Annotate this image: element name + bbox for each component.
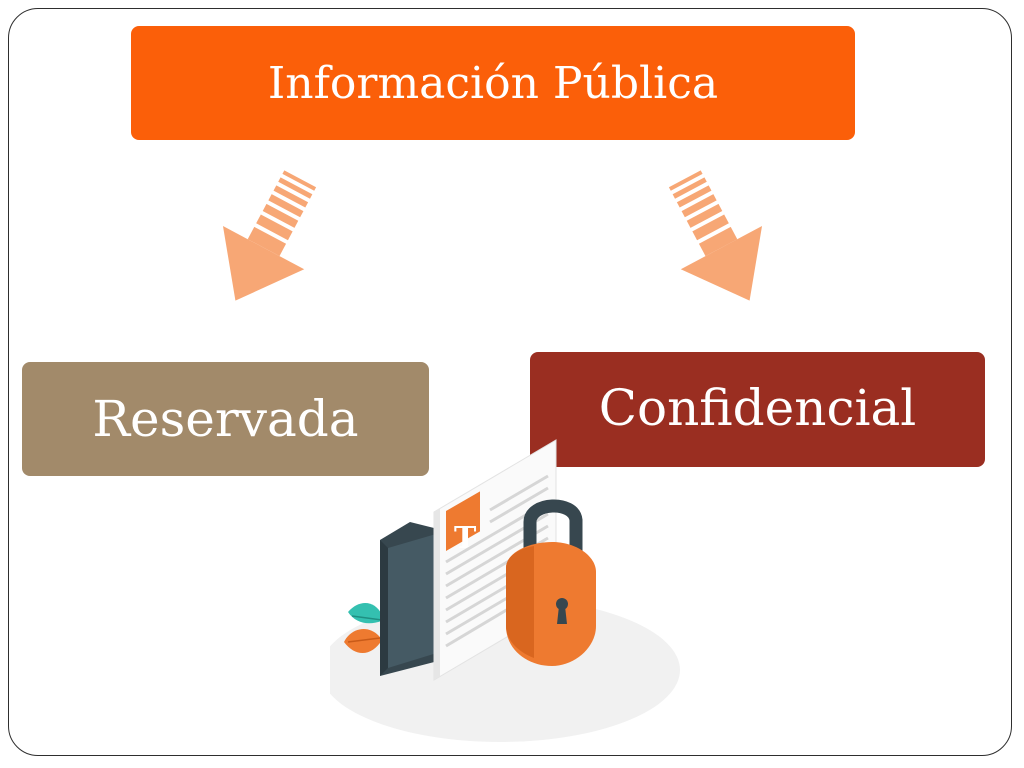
secure-documents-illustration: T bbox=[330, 439, 680, 742]
confidencial-node: Confidencial bbox=[530, 352, 985, 467]
informacion-publica-label: Información Pública bbox=[267, 57, 719, 109]
slide-frame bbox=[8, 8, 1012, 756]
leaf-icon bbox=[344, 602, 384, 654]
confidencial-label: Confidencial bbox=[598, 378, 917, 437]
folder-icon bbox=[380, 522, 442, 676]
reservada-node: Reservada bbox=[22, 362, 429, 476]
padlock-icon bbox=[506, 499, 596, 666]
informacion-publica-node: Información Pública bbox=[131, 26, 855, 140]
reservada-label: Reservada bbox=[92, 390, 359, 448]
arrow-down-right-icon bbox=[668, 170, 763, 301]
arrow-down-left-icon bbox=[222, 170, 317, 301]
document-badge bbox=[446, 491, 480, 552]
